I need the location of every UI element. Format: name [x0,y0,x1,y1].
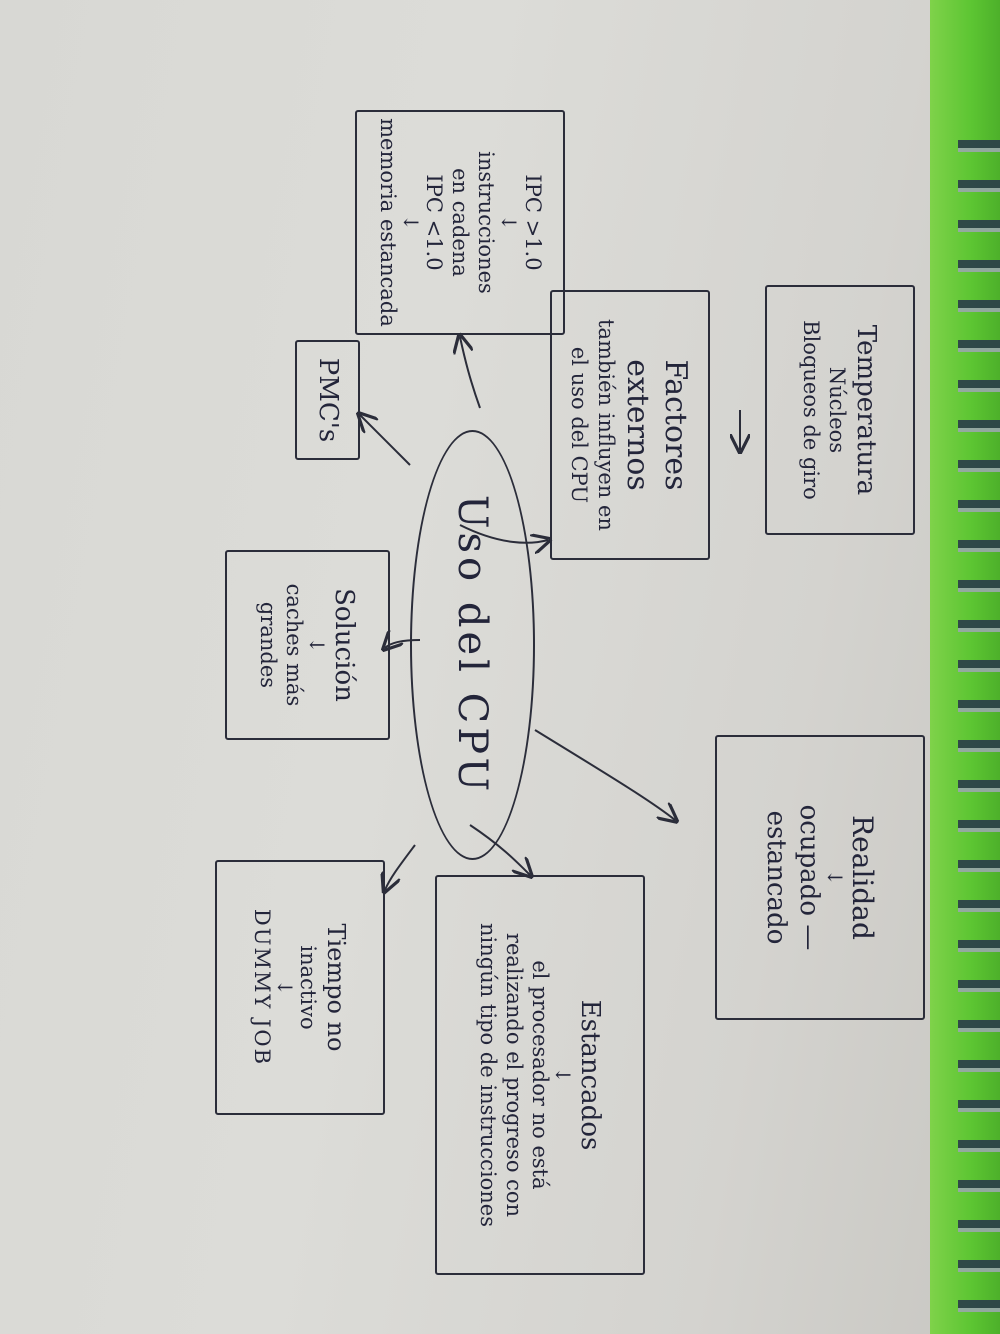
edge-to-solucion [385,640,421,648]
tiempo-line-2: inactivo [296,945,321,1030]
center-node-uso-cpu: Uso del CPU [410,430,535,860]
node-ipc: IPC >1.0 ↓ instrucciones en cadena IPC <… [355,110,565,335]
edge-to-factores [459,524,548,543]
center-label: Uso del CPU [449,494,496,796]
estancados-line-3: realizando el progreso con [501,932,526,1218]
solucion-line-2: caches más [282,583,307,707]
factores-line-3: el uso del CPU [567,346,592,504]
edge-to-estancados [469,824,530,875]
realidad-line-2: ocupado — estancado [761,804,825,951]
edge-to-ipc [460,337,481,409]
ipc-line-2: instrucciones [474,151,499,294]
node-solucion: Solución ↓ caches más grandes [225,550,390,740]
realidad-line-1: Realidad [846,815,879,940]
ipc-line-3: en cadena [448,168,473,277]
node-realidad: Realidad ↓ ocupado — estancado [715,735,925,1020]
solucion-arrow: ↓ [305,636,330,654]
estancados-line-4: ningún tipo de instrucciones [475,922,500,1228]
pmc-label: PMC's [312,357,343,443]
tiempo-line-1: Tiempo no [322,923,351,1052]
node-factores: Factores externos también influyen en el… [550,290,710,560]
spiral-binding [958,140,1000,1334]
temp-line-2: Núcleos [825,366,849,454]
edge-to-realidad [534,729,675,820]
ipc-line-4: IPC <1.0 [421,174,446,271]
node-temperatura: Temperatura Núcleos Bloqueos de giro [765,285,915,535]
solucion-line-3: grandes [256,601,281,689]
realidad-arrow: ↓ [823,869,847,886]
node-estancados: Estancados ↓ el procesador no está reali… [435,875,645,1275]
ipc-arrow-2: ↓ [398,214,423,231]
ipc-line-5: memoria estancada [375,118,400,327]
estancados-arrow: ↓ [551,1066,576,1084]
node-tiempo: Tiempo no inactivo ↓ DUMMY JOB [215,860,385,1115]
ipc-arrow-1: ↓ [497,214,522,231]
temp-line-3: Bloqueos de giro [798,320,823,500]
factores-line-2: también influyen en [593,319,618,531]
solucion-line-1: Solución [329,588,359,702]
factores-line-1: Factores externos [620,359,693,491]
estancados-line-1: Estancados [574,999,605,1151]
estancados-line-2: el procesador no está [528,960,553,1190]
tiempo-line-3: DUMMY JOB [250,908,274,1067]
tiempo-arrow: ↓ [273,979,297,996]
edge-to-tiempo [385,844,416,890]
edge-to-pmc [360,415,411,466]
node-pmc: PMC's [295,340,360,460]
temp-line-1: Temperatura [851,324,882,496]
ipc-line-1: IPC >1.0 [520,174,545,271]
